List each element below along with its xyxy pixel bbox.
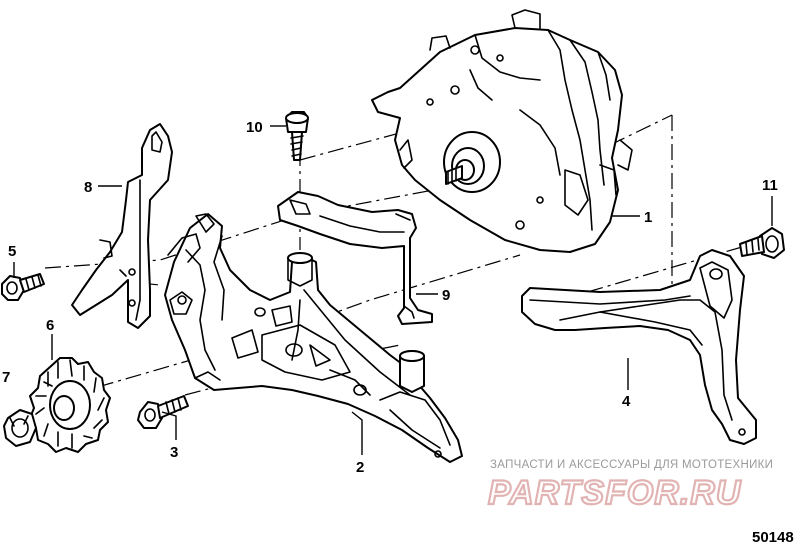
watermark: ЗАПЧАСТИ И АКСЕССУАРЫ ДЛЯ МОТОТЕХНИКИ PA… (487, 459, 773, 513)
callout-2: 2 (356, 459, 364, 476)
bolt-11 (739, 227, 785, 259)
callout-1: 1 (644, 209, 652, 226)
callout-6: 6 (46, 317, 54, 334)
sprocket-6 (29, 357, 111, 453)
callout-9: 9 (442, 287, 450, 304)
callout-7: 7 (2, 369, 10, 386)
fuel-pump (371, 9, 633, 253)
watermark-tagline: ЗАПЧАСТИ И АКСЕССУАРЫ ДЛЯ МОТОТЕХНИКИ (490, 459, 773, 471)
callout-10: 10 (246, 119, 263, 136)
support-bracket-4 (521, 249, 757, 445)
callout-11: 11 (762, 177, 778, 194)
callout-8: 8 (84, 179, 92, 196)
mounting-bracket-2 (164, 213, 463, 463)
watermark-logo: PARTSFOR.RU (488, 474, 742, 512)
figure-reference-number: 50148 (752, 529, 794, 546)
callout-5: 5 (8, 243, 16, 260)
bracket-8 (71, 123, 173, 329)
callout-4: 4 (622, 393, 631, 410)
bolt-5 (1, 273, 45, 301)
callout-labels: 1 2 3 4 5 6 7 8 9 10 11 (2, 119, 778, 476)
callout-3: 3 (170, 444, 178, 461)
nut-7 (3, 409, 37, 447)
bolt-10 (285, 111, 309, 161)
leader-lines (13, 125, 773, 455)
support-bracket-9 (277, 191, 433, 325)
